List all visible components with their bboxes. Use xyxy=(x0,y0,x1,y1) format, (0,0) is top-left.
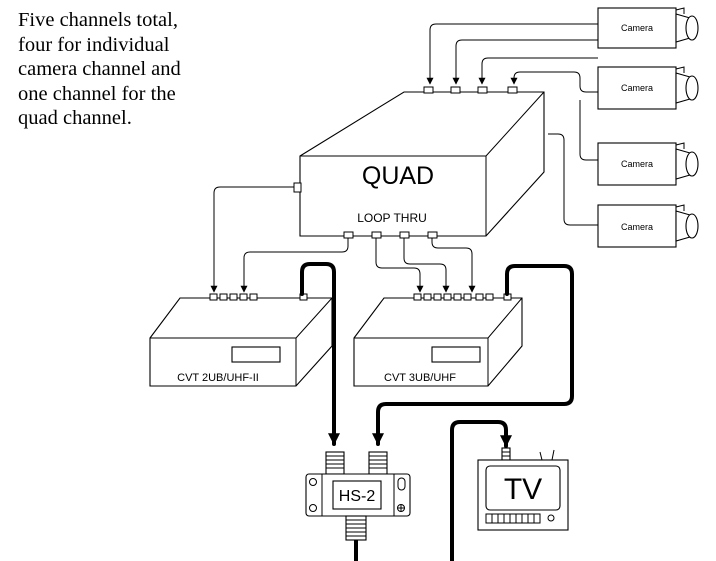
camera-1: Camera xyxy=(597,7,699,49)
quad-unit: QUAD LOOP THRU xyxy=(293,86,545,239)
camera-2: Camera xyxy=(597,66,699,110)
combiner-label: HS-2 xyxy=(339,488,376,505)
camera-cables xyxy=(426,23,598,226)
camera-4-label: Camera xyxy=(621,222,653,232)
combiner-hs2: HS-2 xyxy=(305,451,411,541)
tv-set: TV xyxy=(477,447,569,531)
quad-cables xyxy=(210,186,476,293)
tv-label: TV xyxy=(504,473,542,506)
camera-1-label: Camera xyxy=(621,23,653,33)
quad-title: QUAD xyxy=(362,162,434,190)
camera-3-label: Camera xyxy=(621,159,653,169)
modulator-cvt-2ub: CVT 2UB/UHF-II xyxy=(149,293,333,387)
modulator-cvt-3ub: CVT 3UB/UHF xyxy=(353,293,523,387)
rf-cables xyxy=(300,262,574,561)
modulator-1-label: CVT 2UB/UHF-II xyxy=(177,372,259,384)
caption-text: Five channels total, four for individual… xyxy=(18,9,181,129)
modulator-2-label: CVT 3UB/UHF xyxy=(384,372,456,384)
camera-4: Camera xyxy=(597,204,699,248)
loop-thru-label: LOOP THRU xyxy=(357,211,427,225)
camera-2-label: Camera xyxy=(621,83,653,93)
camera-3: Camera xyxy=(597,142,699,186)
